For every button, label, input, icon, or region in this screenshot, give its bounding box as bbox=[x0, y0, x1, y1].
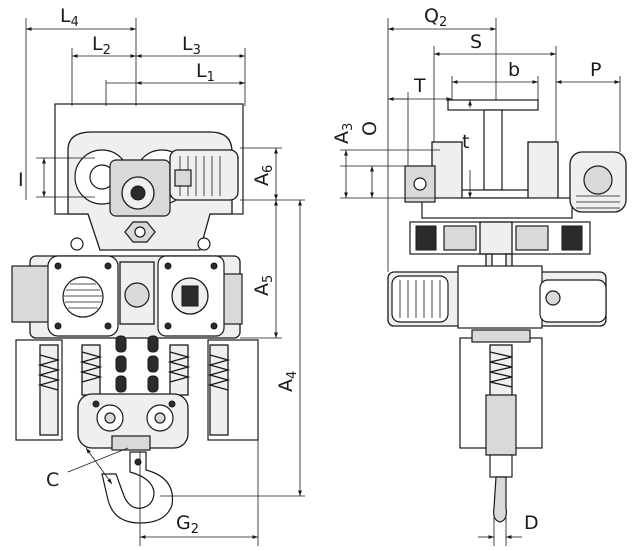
label-l1: L1 bbox=[196, 60, 215, 85]
label-b: b bbox=[508, 59, 520, 81]
springs bbox=[37, 344, 231, 436]
control-panel-side bbox=[457, 265, 543, 329]
trolley-crossbar bbox=[421, 197, 573, 219]
front-view bbox=[11, 103, 259, 524]
label-i: I bbox=[18, 169, 24, 191]
motor-fan bbox=[62, 276, 104, 318]
side-view bbox=[387, 99, 627, 523]
dimension-lines bbox=[25, 18, 621, 546]
label-a6: A6 bbox=[251, 165, 276, 186]
label-l4: L4 bbox=[60, 5, 79, 30]
label-d: D bbox=[524, 512, 539, 534]
label-p: P bbox=[590, 59, 601, 81]
label-t-lower: t bbox=[462, 131, 469, 153]
label-g2: G2 bbox=[176, 512, 199, 537]
dimension-labels: L4 L2 L3 L1 I A6 A5 A4 C G2 Q2 S T b P t… bbox=[18, 5, 601, 537]
label-l3: L3 bbox=[182, 33, 201, 58]
load-chain bbox=[115, 335, 159, 393]
label-s: S bbox=[470, 31, 482, 53]
side-wheels bbox=[409, 221, 591, 255]
label-a4: A4 bbox=[275, 371, 300, 392]
label-c: C bbox=[46, 469, 59, 491]
label-l2: L2 bbox=[92, 33, 111, 58]
side-hook bbox=[493, 476, 507, 523]
i-beam-web bbox=[483, 109, 503, 191]
i-beam-top-flange bbox=[447, 99, 539, 111]
side-box-left bbox=[11, 265, 53, 323]
label-t-upper: T bbox=[413, 75, 426, 97]
label-a3: A3 bbox=[331, 123, 356, 144]
label-o: O bbox=[359, 121, 381, 136]
label-a5: A5 bbox=[251, 275, 276, 296]
label-q2: Q2 bbox=[424, 5, 447, 30]
